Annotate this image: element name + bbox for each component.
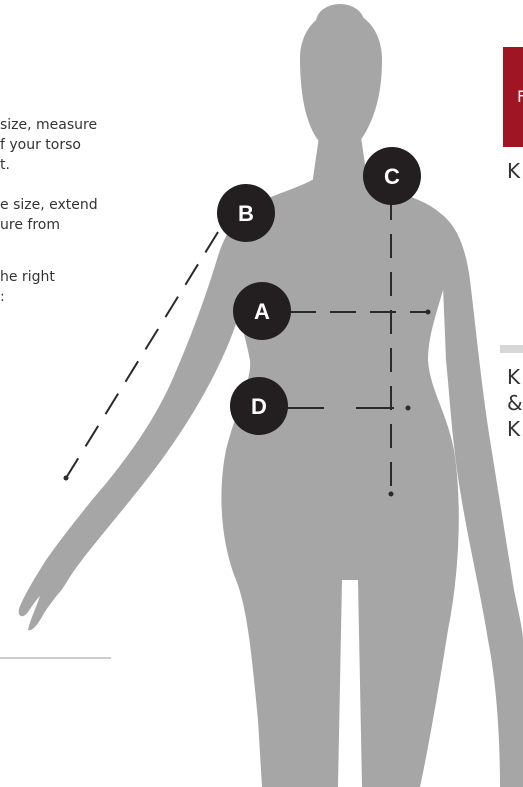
marker-b: B: [217, 184, 275, 242]
marker-c: C: [363, 147, 421, 205]
marker-c-label: C: [384, 164, 400, 189]
size-chart-text: K: [507, 158, 523, 184]
marker-a: A: [233, 282, 291, 340]
marker-a-label: A: [254, 299, 270, 324]
size-chart-text: K: [507, 416, 523, 442]
marker-b-label: B: [238, 201, 254, 226]
size-chart-row-divider: [500, 345, 523, 353]
size-chart-text: &: [507, 390, 523, 416]
size-chart-text: K: [507, 364, 523, 390]
size-chart-header-tab[interactable]: F: [503, 47, 523, 147]
marker-d: D: [230, 377, 288, 435]
size-chart-header-text: F: [517, 87, 523, 106]
marker-d-label: D: [251, 394, 267, 419]
